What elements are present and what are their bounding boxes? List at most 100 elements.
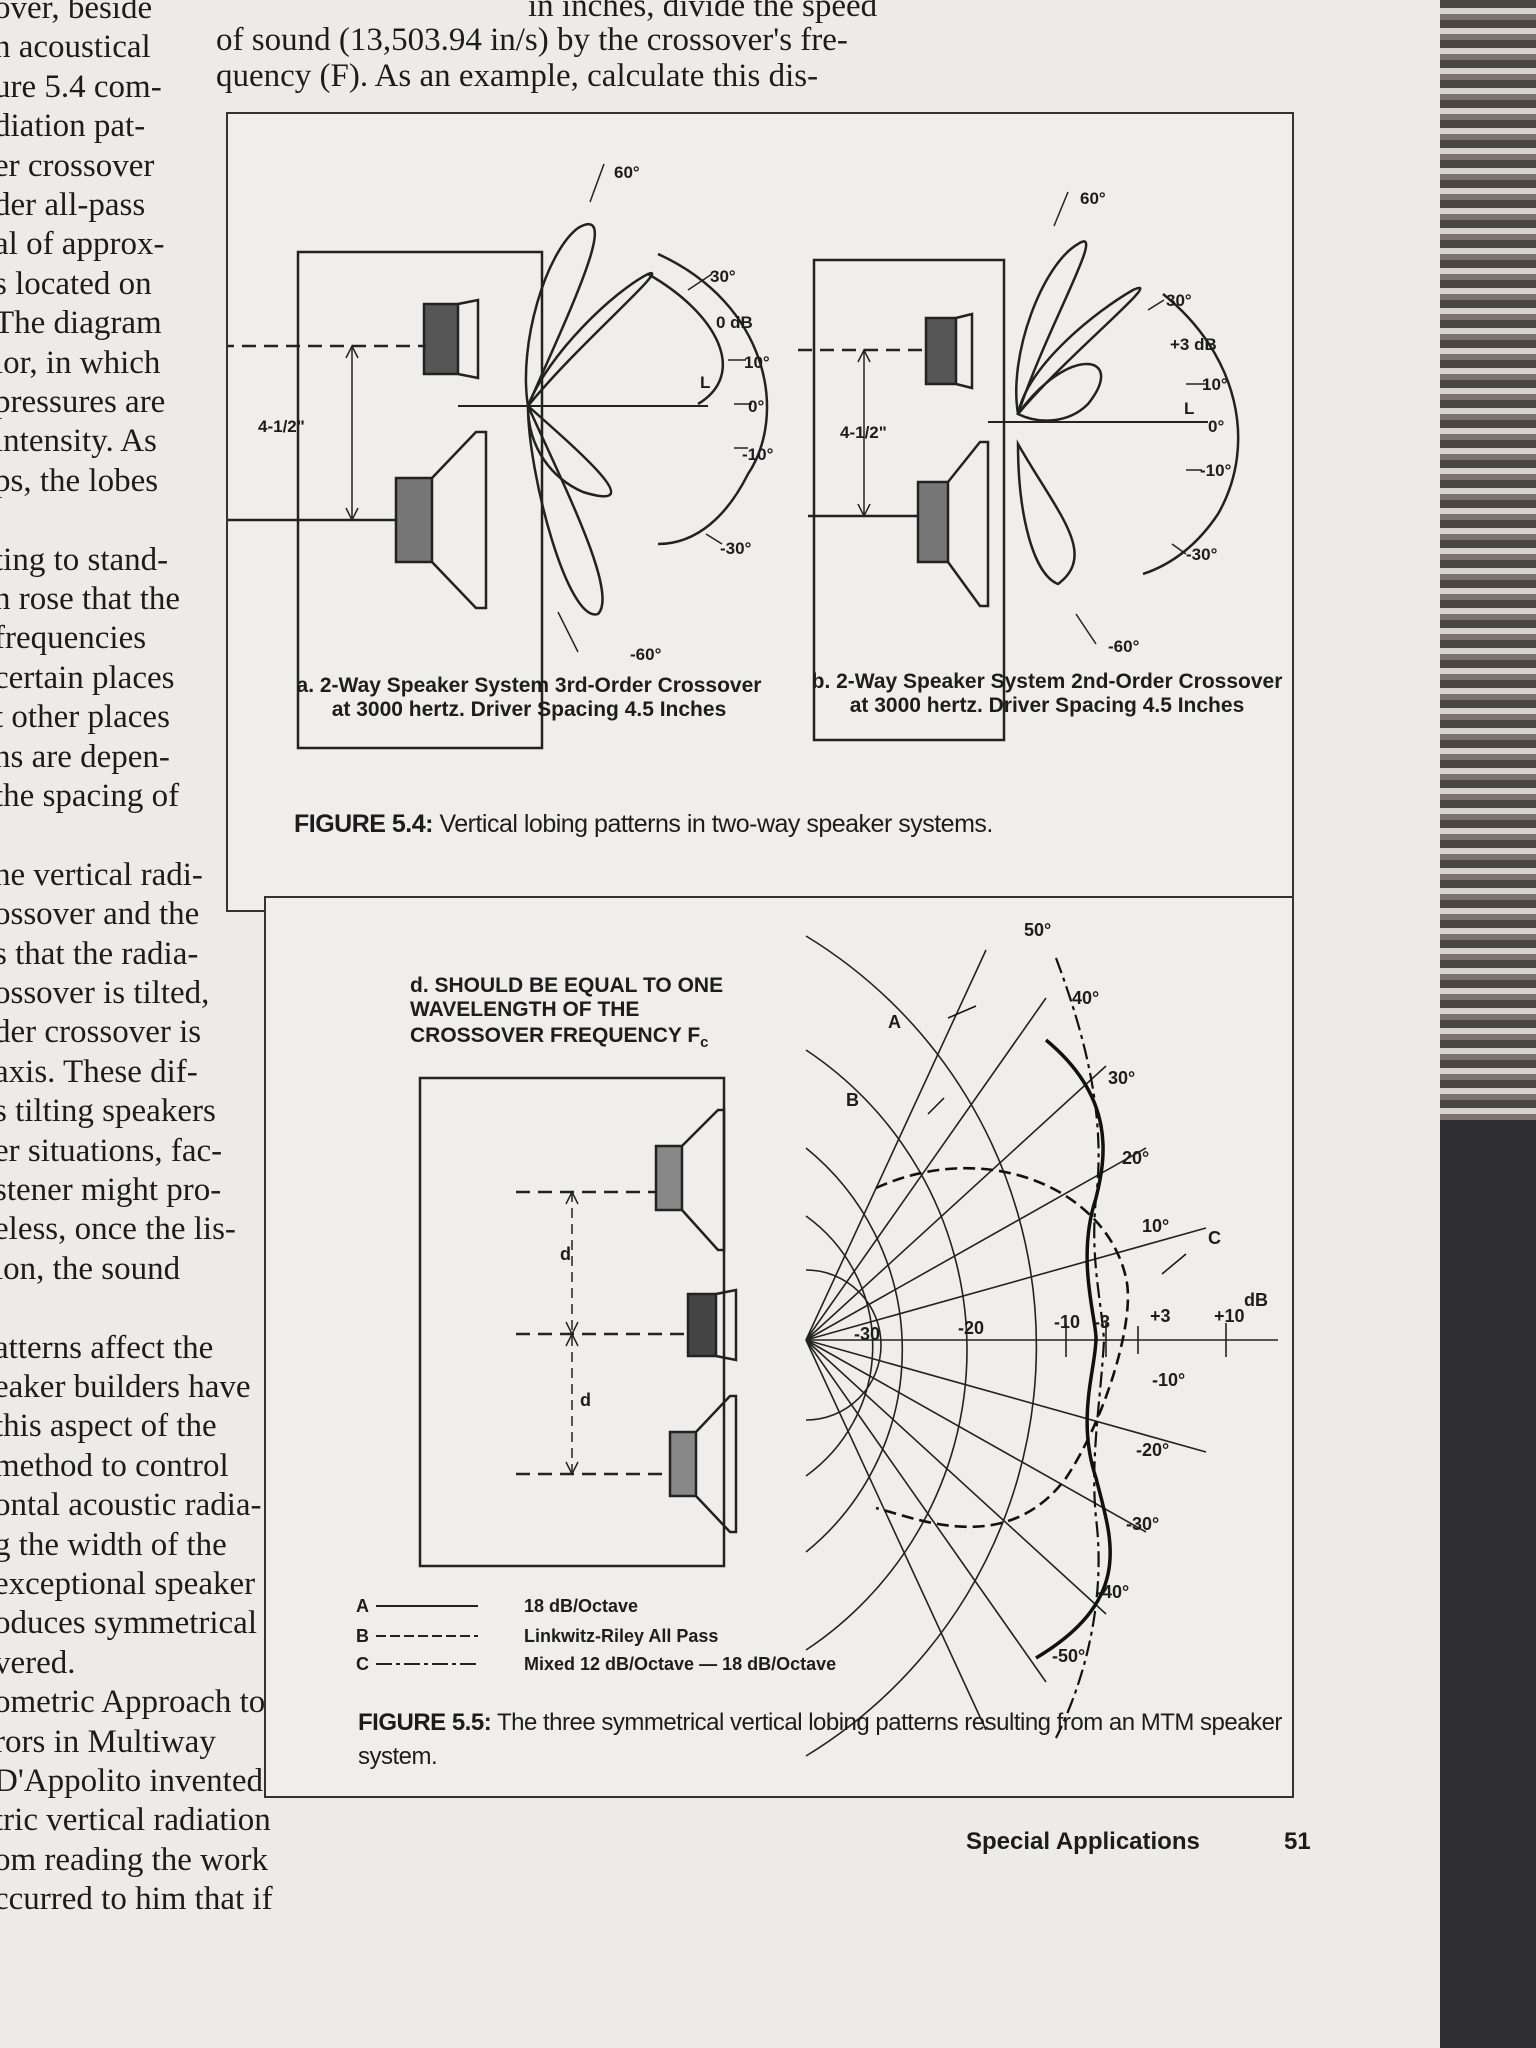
left-column-line: t other places: [0, 699, 170, 736]
left-column-line: this aspect of the: [0, 1408, 217, 1445]
left-column-line: certain places: [0, 659, 175, 696]
angle-b-30: 30°: [1166, 291, 1192, 310]
figure-5-4-caption: FIGURE 5.4: Vertical lobing patterns in …: [294, 810, 993, 839]
grid-arc-2: [805, 1049, 968, 1651]
ray-m30: [805, 1339, 1107, 1615]
left-column-line: axis. These dif-: [0, 1053, 198, 1090]
db-b-3: +3 dB: [1170, 335, 1217, 354]
pointer-a: [947, 1005, 977, 1019]
spacing-b-label: 4-1/2": [840, 423, 887, 442]
left-column-line: method to control: [0, 1447, 229, 1484]
diagram-b: [798, 191, 1240, 742]
ray-m40: [805, 1339, 1047, 1683]
figure-5-4-text: Vertical lobing patterns in two-way spea…: [439, 810, 993, 838]
angle-m40: -40°: [1096, 1582, 1129, 1602]
lobe-b-mid: [1016, 286, 1142, 415]
tick-b-60: [1053, 191, 1069, 227]
angle-b-0: 0°: [1208, 417, 1224, 436]
note-line-2: WAVELENGTH OF THE: [410, 998, 639, 1021]
angle-a-60: 60°: [614, 163, 640, 182]
tick-a-30: [687, 273, 713, 291]
angle-m50: -50°: [1052, 1646, 1085, 1666]
tweeter-a: [422, 302, 460, 376]
spacing-b-arrow-down: [857, 503, 871, 518]
left-column-line: atterns affect the: [0, 1329, 214, 1366]
lower-woofer-cone: [695, 1394, 738, 1534]
diagram-a: [228, 163, 769, 750]
db-p10: +10: [1214, 1306, 1245, 1326]
tick-b-m60: [1075, 613, 1097, 645]
left-column-line: g the width of the: [0, 1526, 227, 1563]
tweeter-b: [924, 316, 958, 386]
ray-m10: [805, 1339, 1207, 1453]
d-arrow-4: [565, 1461, 579, 1476]
db-m30: -30: [854, 1324, 880, 1344]
lobe-curves: [875, 957, 1187, 1739]
mtm-cabinet: [418, 1076, 738, 1568]
background-cushion: [1440, 1120, 1536, 2048]
top-line-2: of sound (13,503.94 in/s) by the crossov…: [216, 22, 848, 58]
tick-b-30: [1147, 299, 1165, 311]
curve-label-a: A: [888, 1012, 901, 1032]
tweeter-a-horn: [457, 298, 480, 380]
upper-woofer: [654, 1144, 684, 1212]
left-column-line: eaker builders have: [0, 1369, 251, 1405]
left-column-line: stener might pro-: [0, 1172, 222, 1208]
left-column-line: s located on: [0, 265, 152, 302]
woofer-b: [916, 480, 950, 564]
figure-5-5-label: FIGURE 5.5:: [358, 1709, 492, 1736]
left-column-line: s tilting speakers: [0, 1093, 216, 1130]
left-column-line: ossover is tilted,: [0, 975, 210, 1011]
left-column-line: ontal acoustic radia-: [0, 1487, 262, 1524]
angle-b-60: 60°: [1080, 189, 1106, 208]
d-label-1: d: [560, 1244, 571, 1264]
d-arrow-3: [565, 1332, 579, 1347]
angle-b-m30: -30°: [1186, 545, 1218, 564]
angle-30: 30°: [1108, 1068, 1135, 1088]
pointer-b: [927, 1097, 945, 1115]
d-labels: d d: [560, 1244, 591, 1410]
left-column-line: ns are depen-: [0, 738, 170, 775]
ray-m20: [805, 1339, 1147, 1533]
caption-a-line-2: at 3000 hertz. Driver Spacing 4.5 Inches: [331, 698, 727, 721]
legend-key-c: C: [356, 1654, 369, 1674]
left-column-line: s that the radia-: [0, 935, 199, 972]
left-column-line: tric vertical radiation: [0, 1802, 271, 1839]
angle-b-m60: -60°: [1108, 637, 1140, 656]
polar-arc-b: [1142, 293, 1240, 576]
lobe-a-lower-small: [526, 403, 613, 498]
figure-5-4-diagram: 4-1/2" 60° 30° 0 dB 10° L 0° -10° -30° -…: [228, 163, 1240, 750]
l-marker-b: L: [1184, 399, 1194, 418]
figure-5-5-caption-line-2: system.: [358, 1743, 438, 1770]
left-column-line: vered.: [0, 1644, 76, 1681]
lobe-a-lower: [526, 405, 604, 616]
legend: A 18 dB/Octave B Linkwitz-Riley All Pass…: [356, 1596, 836, 1674]
angle-10: 10°: [1142, 1216, 1169, 1236]
angle-a-m10: -10°: [742, 445, 774, 464]
db-a-0: 0 dB: [716, 313, 753, 332]
l-marker-a: L: [700, 373, 710, 392]
left-column-line: ometric Approach to: [0, 1684, 266, 1721]
angle-m30: -30°: [1126, 1514, 1159, 1534]
woofer-b-cone: [946, 440, 990, 608]
note-subscript: c: [700, 1034, 708, 1051]
left-column-line: intensity. As: [0, 423, 157, 460]
left-column-line: al of approx-: [0, 226, 165, 263]
woofer-a-cone: [431, 430, 488, 610]
grid-arc-outer: [805, 935, 1038, 1757]
upper-woofer-cone: [681, 1108, 726, 1252]
grid-arc-3: [805, 1147, 904, 1553]
note-text: d. SHOULD BE EQUAL TO ONE WAVELENGTH OF …: [410, 974, 723, 1051]
ray-p50: [805, 949, 987, 1341]
woofer-a: [394, 476, 434, 564]
ray-p20: [805, 1147, 1147, 1341]
tick-a-m30: [705, 533, 723, 545]
spacing-a-label: 4-1/2": [258, 417, 305, 436]
left-column-line: rors in Multiway: [0, 1723, 216, 1760]
left-column-line: eless, once the lis-: [0, 1211, 236, 1248]
labels-a: 4-1/2" 60° 30° 0 dB 10° L 0° -10° -30° -…: [258, 163, 774, 664]
spacing-b-arrow-up: [857, 348, 871, 363]
left-column-line: frequencies: [0, 620, 147, 657]
left-column-line: ccurred to him that if: [0, 1881, 273, 1918]
angle-b-m10: -10°: [1200, 461, 1232, 480]
